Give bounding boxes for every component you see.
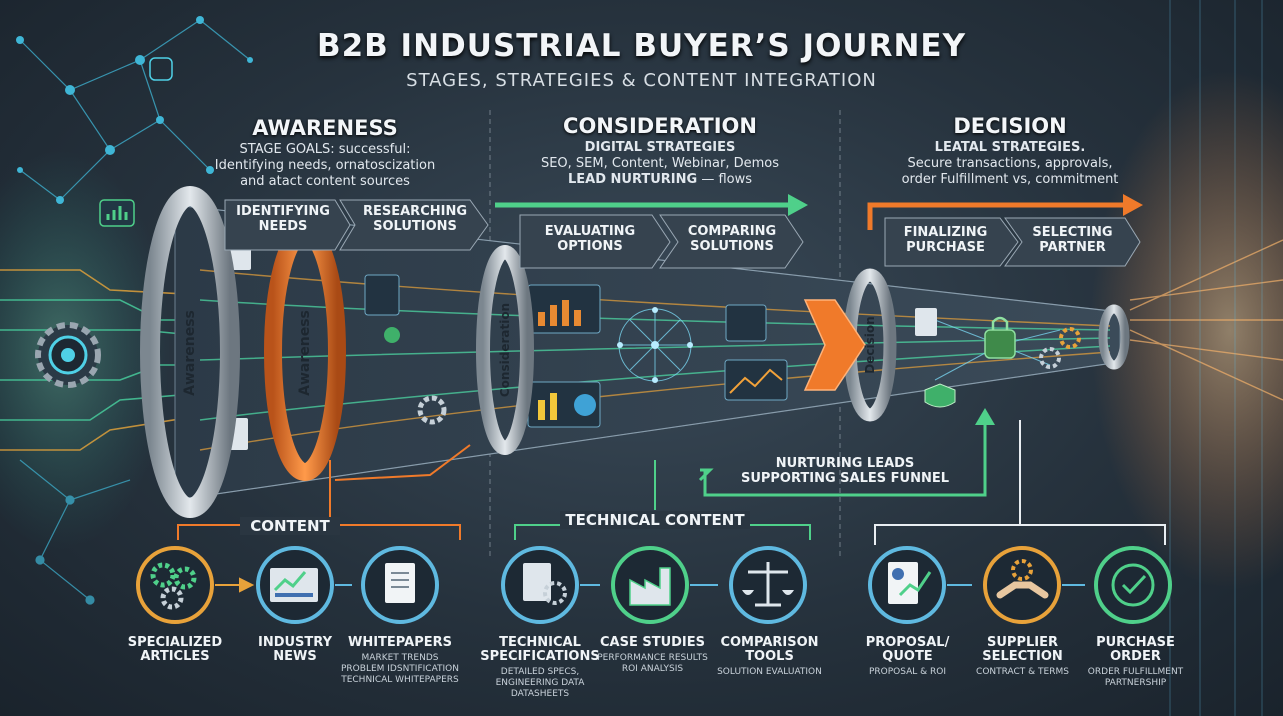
consideration-strategies: DIGITAL STRATEGIES SEO, SEM, Content, We…	[510, 140, 810, 188]
content-section-label: CONTENT	[240, 517, 340, 535]
step-finalizing-line2: PURCHASE	[906, 240, 985, 255]
icon-caption: WHITEPAPERS	[348, 635, 452, 650]
nurturing-leads-label: NURTURING LEADS SUPPORTING SALES FUNNEL	[720, 456, 970, 486]
icon-caption: SELECTION	[982, 649, 1063, 664]
icon-subcaption: MARKET TRENDS	[361, 653, 439, 663]
icon-caption: NEWS	[273, 649, 317, 664]
icon-subcaption: PROPOSAL & ROI	[868, 667, 947, 677]
icon-caption: PROPOSAL/	[865, 635, 950, 650]
awareness-goal-line1: STAGE GOALS: successful:	[239, 142, 411, 157]
nurturing-line2: SUPPORTING SALES FUNNEL	[740, 471, 950, 486]
icon-caption: SUPPLIER	[987, 635, 1058, 650]
step-finalizing-line1: FINALIZING	[903, 225, 988, 240]
nurturing-line1: NURTURING LEADS	[775, 456, 915, 471]
consideration-goal-line1: DIGITAL STRATEGIES	[584, 140, 736, 155]
decision-goal-line1: LEATAL STRATEGIES.	[934, 140, 1086, 155]
icon-comparison-tools: COMPARISON TOOLS SOLUTION EVALUATION	[712, 636, 827, 678]
step-identifying-line2: NEEDS	[258, 219, 308, 234]
lead-nurturing-flows: — flows	[697, 172, 753, 187]
step-identifying-line1: IDENTIFYING	[236, 204, 330, 219]
step-finalizing-purchase: FINALIZING PURCHASE	[888, 225, 1003, 255]
ring-label-awareness-1: Awareness	[182, 310, 198, 396]
icon-case-studies: CASE STUDIES PERFORMANCE RESULTS ROI ANA…	[595, 636, 710, 675]
ring-label-decision: Decision	[863, 316, 877, 374]
icon-caption: ORDER	[1110, 649, 1161, 664]
step-selecting-partner: SELECTING PARTNER	[1015, 225, 1130, 255]
icon-caption: COMPARISON	[720, 635, 819, 650]
icon-specialized-articles: SPECIALIZED ARTICLES	[120, 636, 230, 664]
icon-subcaption: TECHNICAL WHITEPAPERS	[341, 675, 459, 685]
icon-subcaption: DATASHEETS	[510, 689, 570, 699]
icon-caption: SPECIALIZED	[127, 635, 223, 650]
step-selecting-line2: PARTNER	[1039, 240, 1106, 255]
icon-subcaption: PROBLEM IDSNTIFICATION	[341, 664, 459, 674]
icon-subcaption: DETAILED SPECS,	[500, 667, 580, 677]
step-comparing-solutions: COMPARING SOLUTIONS	[672, 224, 792, 254]
decision-strategies: LEATAL STRATEGIES. Secure transactions, …	[860, 140, 1160, 188]
icon-subcaption: SOLUTION EVALUATION	[717, 667, 822, 677]
decision-goal-line3: order Fulfillment vs, commitment	[901, 172, 1119, 187]
icon-subcaption: ENGINEERING DATA	[495, 678, 585, 688]
step-evaluating-options: EVALUATING OPTIONS	[525, 224, 655, 254]
icon-caption: QUOTE	[882, 649, 933, 664]
page-title: B2B INDUSTRIAL BUYER’S JOURNEY	[316, 28, 967, 64]
icon-proposal-quote: PROPOSAL/ QUOTE PROPOSAL & ROI	[855, 636, 960, 678]
consideration-heading: CONSIDERATION	[563, 114, 757, 138]
awareness-goal-line3: and atact content sources	[240, 174, 410, 189]
icon-supplier-selection: SUPPLIER SELECTION CONTRACT & TERMS	[965, 636, 1080, 678]
step-researching-line1: RESEARCHING	[362, 204, 467, 219]
decision-goal-line2: Secure transactions, approvals,	[907, 156, 1113, 171]
lead-nurturing-label: LEAD NURTURING	[567, 172, 698, 187]
step-evaluating-line2: OPTIONS	[557, 239, 623, 254]
icon-whitepapers: WHITEPAPERS MARKET TRENDS PROBLEM IDSNTI…	[330, 636, 470, 686]
step-comparing-line2: SOLUTIONS	[690, 239, 774, 254]
icon-caption: INDUSTRY	[257, 635, 332, 650]
icon-caption: PURCHASE	[1096, 635, 1175, 650]
step-identifying-needs: IDENTIFYING NEEDS	[228, 204, 338, 234]
icon-caption: CASE STUDIES	[599, 635, 706, 650]
ring-label-awareness-2: Awareness	[297, 310, 313, 396]
awareness-goals: STAGE GOALS: successful: Identifying nee…	[175, 142, 475, 190]
icon-subcaption: ROI ANALYSIS	[621, 664, 684, 674]
icon-caption: SPECIFICATIONS	[480, 649, 600, 664]
ring-label-consideration: Consideration	[498, 302, 512, 398]
icon-technical-specifications: TECHNICAL SPECIFICATIONS DETAILED SPECS,…	[480, 636, 600, 700]
icon-subcaption: PERFORMANCE RESULTS	[597, 653, 708, 663]
icon-subcaption: PARTNERSHIP	[1104, 678, 1167, 688]
step-comparing-line1: COMPARING	[687, 224, 777, 239]
decision-heading: DECISION	[953, 114, 1067, 138]
icon-caption: ARTICLES	[140, 649, 210, 664]
step-researching-solutions: RESEARCHING SOLUTIONS	[355, 204, 475, 234]
step-selecting-line1: SELECTING	[1032, 225, 1113, 240]
icon-subcaption: CONTRACT & TERMS	[976, 667, 1069, 677]
awareness-heading: AWARENESS	[252, 116, 398, 140]
icon-caption: TECHNICAL	[499, 635, 581, 650]
step-evaluating-line1: EVALUATING	[544, 224, 636, 239]
icon-industry-news: INDUSTRY NEWS	[245, 636, 345, 664]
technical-content-section-label: TECHNICAL CONTENT	[560, 511, 750, 529]
icon-subcaption: ORDER FULFILLMENT	[1087, 667, 1184, 677]
awareness-goal-line2: Identifying needs, ornatoscization	[214, 158, 436, 173]
consideration-goal-line2: SEO, SEM, Content, Webinar, Demos	[540, 156, 780, 171]
step-researching-line2: SOLUTIONS	[373, 219, 457, 234]
icon-purchase-order: PURCHASE ORDER ORDER FULFILLMENT PARTNER…	[1078, 636, 1193, 689]
icon-caption: TOOLS	[745, 649, 794, 664]
page-subtitle: STAGES, STRATEGIES & CONTENT INTEGRATION	[406, 70, 877, 91]
